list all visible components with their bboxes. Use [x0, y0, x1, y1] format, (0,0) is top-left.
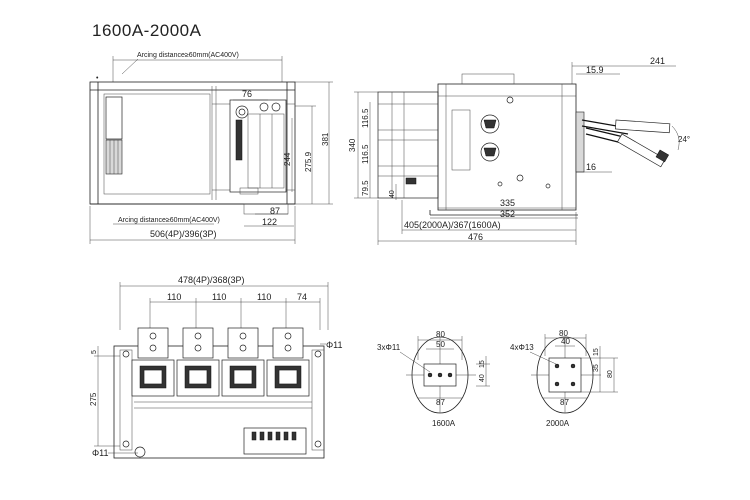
side-view: 340 116.5 116.5 79.5 40 241 15.9 24° 16 …	[348, 56, 690, 245]
bottom-view: 478(4P)/368(3P) 110 110 110 74	[89, 275, 343, 459]
handle-mount	[575, 111, 585, 173]
dim-335: 335	[500, 198, 515, 208]
front-view: Arcing distance≥60mm(AC400V) •	[89, 52, 333, 244]
t1600-dim-50: 50	[436, 340, 445, 349]
pole-1	[131, 327, 175, 397]
dim-74: 74	[297, 292, 307, 302]
t1600-dim-80: 80	[436, 330, 445, 339]
dim-5: 5	[91, 350, 98, 354]
dim-244: 244	[283, 152, 292, 166]
knob-right	[259, 102, 269, 112]
dim-76: 76	[242, 89, 252, 99]
terminal-2000a-detail: 80 40 4xΦ13 15 35 80 87 2000A	[510, 329, 618, 428]
dim-40: 40	[389, 190, 396, 198]
angle-24: 24°	[678, 135, 690, 144]
arcing-distance-bottom-label: Arcing distance≥60mm(AC400V)	[118, 217, 220, 224]
pole-4	[266, 327, 310, 397]
drawing-title: 1600A-2000A	[92, 21, 202, 40]
t1600-dim-87: 87	[436, 398, 445, 407]
arcing-distance-top-label: Arcing distance≥60mm(AC400V)	[137, 52, 239, 59]
t2000-dim-35: 35	[593, 364, 600, 372]
dim-340: 340	[348, 138, 357, 152]
dot-mark: •	[96, 75, 99, 82]
dim-79-5: 79.5	[361, 180, 370, 196]
pole-2	[176, 327, 220, 397]
dim-16: 16	[586, 162, 596, 172]
dim-width-front: 506(4P)/396(3P)	[150, 229, 217, 239]
handle-upper	[614, 119, 671, 134]
dim-122: 122	[262, 217, 277, 227]
hole-dia-top: Φ11	[326, 340, 343, 350]
dim-15-9: 15.9	[586, 65, 604, 75]
terminal-1600a-detail: 80 50 3xΦ11 15 40 87 1600A	[377, 330, 490, 428]
pole-3	[221, 327, 265, 397]
dim-476: 476	[468, 232, 483, 242]
terminal-plate-2000	[548, 357, 582, 393]
dim-241: 241	[650, 56, 665, 66]
dim-110-b: 110	[212, 292, 226, 302]
t2000-dim-15: 15	[593, 348, 600, 356]
handle-lower	[617, 133, 666, 168]
t1600-dim-40: 40	[479, 374, 486, 382]
t2000-label: 2000A	[546, 419, 570, 428]
dim-87: 87	[270, 206, 280, 216]
dim-405-367: 405(2000A)/367(1600A)	[404, 220, 501, 230]
breaker-body	[437, 83, 577, 211]
t2000-dim-40: 40	[561, 337, 570, 346]
t1600-dim-15: 15	[479, 360, 486, 368]
t2000-holes: 4xΦ13	[510, 343, 534, 352]
dim-381: 381	[321, 132, 330, 146]
dim-478-368: 478(4P)/368(3P)	[178, 275, 245, 285]
dim-352: 352	[500, 209, 515, 219]
t2000-dim-87: 87	[560, 398, 569, 407]
t1600-label: 1600A	[432, 419, 456, 428]
handle-block	[105, 96, 123, 140]
dim-275: 275	[89, 392, 98, 406]
dim-275-9: 275.9	[304, 151, 313, 172]
t2000-dim-80-v: 80	[607, 370, 614, 378]
t1600-holes: 3xΦ11	[377, 343, 401, 352]
dim-110-a: 110	[167, 292, 181, 302]
t2000-dim-80: 80	[559, 329, 568, 338]
dim-116-5-top: 116.5	[361, 108, 370, 128]
hole-dia-bottom: Φ11	[92, 448, 109, 458]
dim-116-5-bottom: 116.5	[361, 144, 370, 164]
dim-110-c: 110	[257, 292, 271, 302]
